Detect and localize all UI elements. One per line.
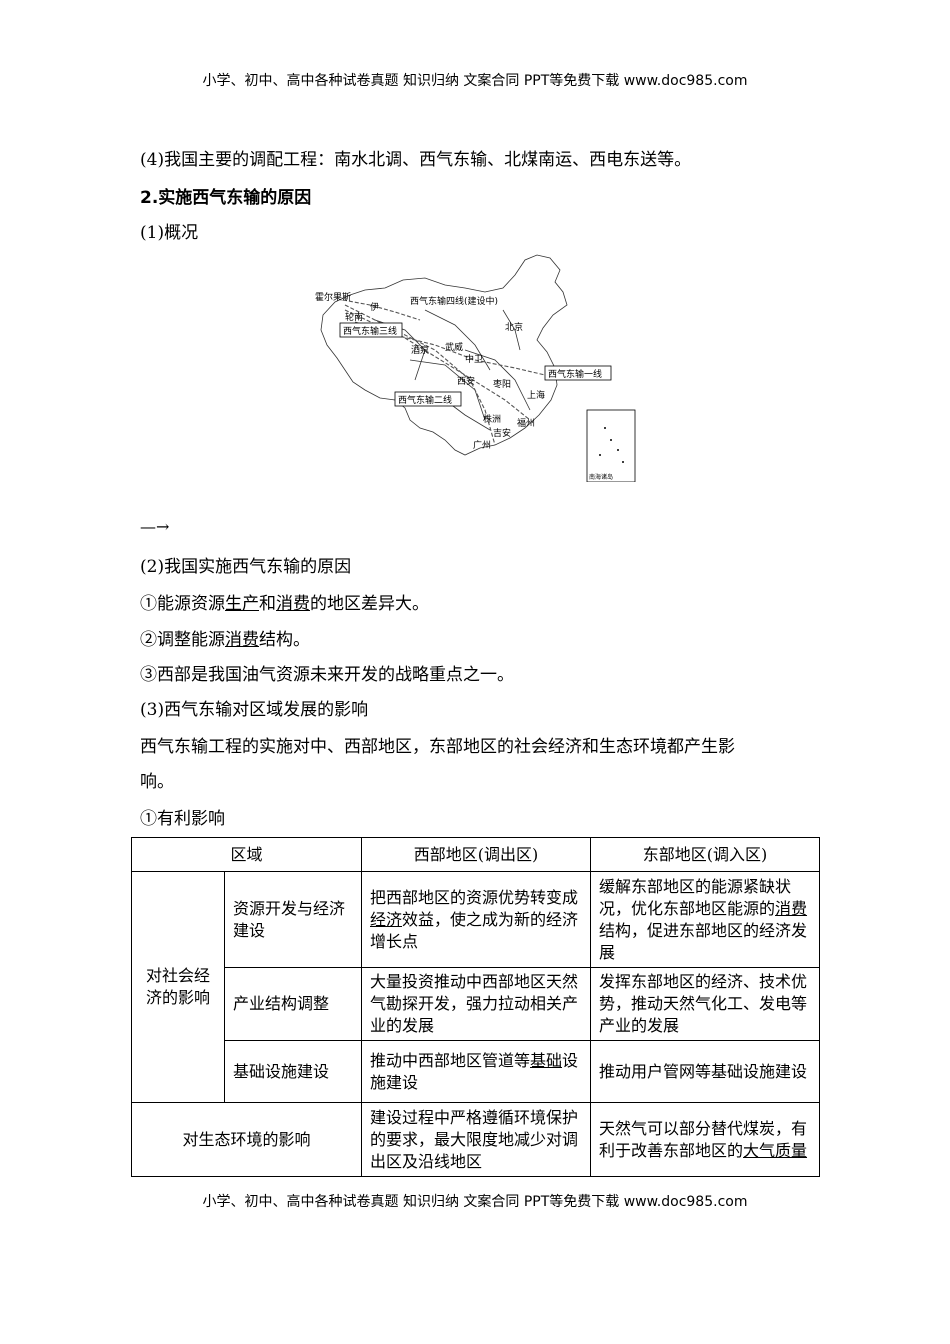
group-ecology: 对生态环境的影响 xyxy=(131,1102,362,1177)
label-zhongwei: 中卫 xyxy=(465,353,483,365)
row-infrastructure-west: 推动中西部地区管道等基础设施建设 xyxy=(361,1040,591,1103)
row-resource-label: 资源开发与经济建设 xyxy=(224,871,362,968)
row-infrastructure-label: 基础设施建设 xyxy=(224,1040,362,1103)
row-ecology-east: 天然气可以部分替代煤炭，有利于改善东部地区的大气质量 xyxy=(590,1102,820,1177)
header-region: 区域 xyxy=(131,837,362,872)
impact-paragraph-line2: 响。 xyxy=(140,772,174,792)
label-guangzhou: 广州 xyxy=(473,439,491,451)
header-east: 东部地区(调入区) xyxy=(590,837,820,872)
page-footer: 小学、初中、高中各种试卷真题 知识归纳 文案合同 PPT等免费下载 www.do… xyxy=(202,1194,748,1210)
row-infrastructure-east: 推动用户管网等基础设施建设 xyxy=(590,1040,820,1103)
row-industry-label: 产业结构调整 xyxy=(224,967,362,1041)
reason-2: ②调整能源消费结构。 xyxy=(140,630,310,650)
subheading-favorable: ①有利影响 xyxy=(140,809,225,829)
label-shanghai: 上海 xyxy=(527,389,545,401)
row-resource-east: 缓解东部地区的能源紧缺状况，优化东部地区能源的消费结构，促进东部地区的经济发展 xyxy=(590,871,820,968)
row-ecology-west: 建设过程中严格遵循环境保护的要求，最大限度地减少对调出区及沿线地区 xyxy=(361,1102,591,1177)
label-beijing: 北京 xyxy=(505,321,523,333)
label-lunnan: 轮南 xyxy=(345,311,363,323)
pipeline-line2 xyxy=(344,304,496,446)
subheading-impact: (3)西气东输对区域发展的影响 xyxy=(140,700,369,720)
south-china-sea-inset xyxy=(586,409,636,482)
label-line4: 西气东输四线(建设中) xyxy=(410,295,498,307)
row-industry-west: 大量投资推动中西部地区天然气勘探开发，强力拉动相关产业的发展 xyxy=(361,967,591,1041)
page-header: 小学、初中、高中各种试卷真题 知识归纳 文案合同 PPT等免费下载 www.do… xyxy=(202,73,748,89)
impact-table: 区域 西部地区(调出区) 东部地区(调入区) 对社会经济的影响 资源开发与经济建… xyxy=(131,837,820,1177)
label-line1: 西气东输一线 xyxy=(548,368,602,380)
label-zhuzhou: 株洲 xyxy=(483,413,501,425)
impact-paragraph-line1: 西气东输工程的实施对中、西部地区，东部地区的社会经济和生态环境都产生影 xyxy=(140,737,735,757)
label-line2: 西气东输二线 xyxy=(398,394,452,406)
arrow-marker: —→ xyxy=(140,517,170,536)
reason-3: ③西部是我国油气资源未来开发的战略重点之一。 xyxy=(140,665,514,685)
label-xian: 西安 xyxy=(457,375,475,387)
label-jiuquan: 酒泉 xyxy=(411,344,429,356)
label-zaoyang: 枣阳 xyxy=(493,379,511,390)
label-wuwei: 武威 xyxy=(445,341,463,353)
label-line3: 西气东输三线 xyxy=(343,325,397,337)
header-west: 西部地区(调出区) xyxy=(361,837,591,872)
label-fuzhou: 福州 xyxy=(517,417,535,429)
subheading-reasons: (2)我国实施西气东输的原因 xyxy=(140,557,352,577)
group-social-economic: 对社会经济的影响 xyxy=(131,871,225,1103)
china-pipeline-map: 霍尔果斯 伊 轮南 酒泉 武威 中卫 西安 枣阳 北京 上海 株洲 吉安 福州 … xyxy=(315,254,636,482)
row-industry-east: 发挥东部地区的经济、技术优势，推动天然气化工、发电等产业的发展 xyxy=(590,967,820,1041)
label-jian: 吉安 xyxy=(493,427,511,439)
label-huoerguosi: 霍尔果斯 xyxy=(315,291,351,303)
inset-label: 南海诸岛 xyxy=(589,473,613,481)
label-yi: 伊 xyxy=(370,301,379,313)
reason-1: ①能源资源生产和消费的地区差异大。 xyxy=(140,594,429,614)
pipeline-line1 xyxy=(354,321,546,376)
section-heading-2: 2.实施西气东输的原因 xyxy=(140,188,312,208)
row-resource-west: 把西部地区的资源优势转变成经济效益，使之成为新的经济增长点 xyxy=(361,871,591,968)
subheading-overview: (1)概况 xyxy=(140,223,199,243)
paragraph-transfer-projects: (4)我国主要的调配工程：南水北调、西气东输、北煤南运、西电东送等。 xyxy=(140,150,692,170)
pipeline-line4 xyxy=(342,299,421,321)
